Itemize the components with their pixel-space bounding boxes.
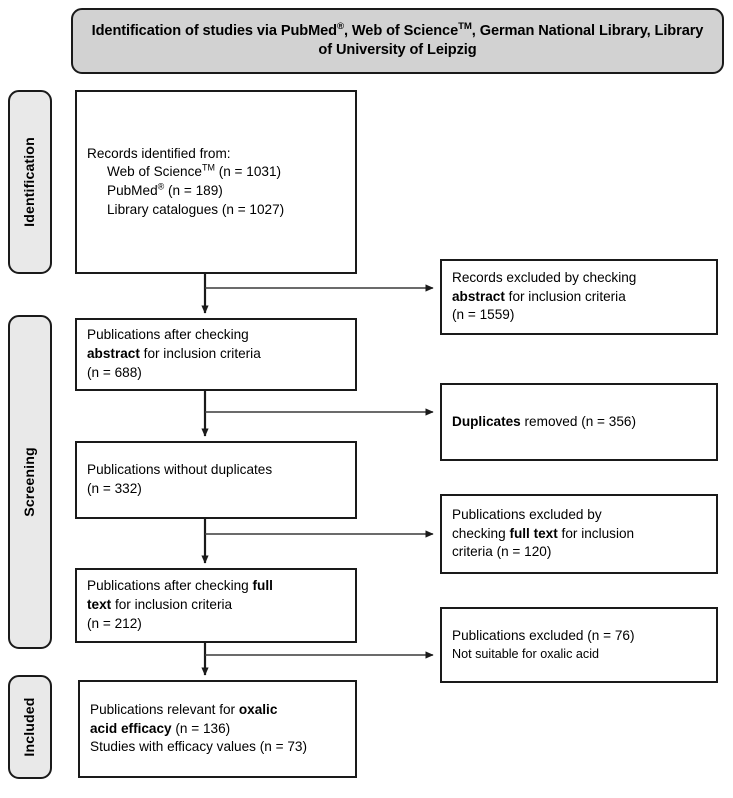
abstract-emphasis: abstract: [87, 346, 140, 362]
excluded-abstract-emphasis: abstract: [452, 288, 505, 304]
fulltext-kept-line2-rest: for inclusion criteria: [111, 597, 233, 613]
excluded-fulltext-line2-b: for inclusion: [557, 525, 635, 541]
excluded-fulltext-line2: checking full text for inclusion: [452, 525, 706, 544]
wos-label: Web of Science: [107, 164, 202, 180]
excluded-abstract-count: (n = 1559): [452, 307, 515, 323]
pubmed-count: (n = 189): [164, 183, 223, 198]
trademark-mark-icon: TM: [201, 162, 215, 173]
relevant-emphasis-2: acid efficacy: [90, 720, 172, 736]
box-excluded-fulltext: Publications excluded by checking full t…: [440, 494, 718, 574]
duplicates-emphasis: Duplicates: [452, 413, 521, 429]
relevant-line2: acid efficacy (n = 136): [90, 720, 345, 739]
fulltext-kept-line1: Publications after checking full: [87, 577, 345, 596]
fulltext-emphasis-1: full: [252, 578, 273, 594]
box-excluded-not-suitable: Publications excluded (n = 76) Not suita…: [440, 607, 718, 683]
wos-count: (n = 1031): [214, 164, 282, 180]
phase-label-included-text: Included: [22, 697, 38, 757]
fulltext-kept-line2: text for inclusion criteria: [87, 596, 345, 615]
excluded-duplicates-line1: Duplicates removed (n = 356): [452, 413, 706, 432]
abstract-kept-line1: Publications after checking: [87, 327, 249, 343]
relevant-efficacy-values: Studies with efficacy values (n = 73): [90, 739, 307, 755]
diagram-header-title: Identification of studies via PubMed®, W…: [89, 20, 706, 61]
abstract-kept-line2: abstract for inclusion criteria: [87, 345, 345, 364]
fulltext-kept-count: (n = 212): [87, 615, 142, 631]
records-identified-heading: Records identified from:: [87, 145, 231, 161]
header-title-part1: Identification of studies via PubMed: [91, 22, 337, 39]
excluded-abstract-line2: abstract for inclusion criteria: [452, 288, 706, 307]
excluded-fulltext-line2-a: checking: [452, 525, 510, 541]
box-publications-relevant: Publications relevant for oxalic acid ef…: [78, 680, 357, 778]
phase-label-identification: Identification: [8, 90, 52, 274]
excluded-fulltext-count: criteria (n = 120): [452, 544, 552, 560]
box-publications-without-duplicates: Publications without duplicates (n = 332…: [75, 441, 357, 519]
no-duplicates-line1: Publications without duplicates: [87, 462, 273, 478]
fulltext-emphasis: full text: [509, 525, 558, 541]
excluded-duplicates-count: removed (n = 356): [520, 413, 636, 429]
records-identified-source-wos: Web of ScienceTM (n = 1031): [87, 163, 345, 182]
pubmed-label: PubMed: [107, 183, 158, 198]
no-duplicates-count: (n = 332): [87, 481, 142, 496]
trademark-mark-icon: TM: [458, 20, 472, 32]
abstract-kept-line2-rest: for inclusion criteria: [139, 346, 261, 362]
diagram-header-banner: Identification of studies via PubMed®, W…: [71, 8, 724, 74]
relevant-count: (n = 136): [171, 720, 231, 736]
relevant-emphasis-1: oxalic: [238, 701, 278, 717]
phase-label-identification-text: Identification: [22, 137, 38, 227]
records-identified-source-pubmed: PubMed® (n = 189): [87, 182, 345, 201]
phase-label-screening: Screening: [8, 315, 52, 649]
excluded-abstract-line2-rest: for inclusion criteria: [504, 288, 626, 304]
relevant-line1-rest: Publications relevant for: [90, 701, 239, 717]
fulltext-kept-line1-rest: Publications after checking: [87, 578, 253, 594]
registered-mark-icon: ®: [157, 181, 165, 192]
phase-label-screening-text: Screening: [22, 447, 38, 517]
phase-label-included: Included: [8, 675, 52, 779]
header-title-part2: , Web of Science: [343, 22, 459, 39]
box-publications-after-abstract: Publications after checking abstract for…: [75, 318, 357, 391]
excluded-notsuitable-reason: Not suitable for oxalic acid: [452, 646, 599, 661]
excluded-fulltext-line1: Publications excluded by: [452, 506, 602, 522]
box-excluded-abstract: Records excluded by checking abstract fo…: [440, 259, 718, 335]
header-title-part3: , German National Library, Library of Un…: [318, 22, 704, 58]
box-records-identified: Records identified from: Web of ScienceT…: [75, 90, 357, 274]
box-publications-after-fulltext: Publications after checking full text fo…: [75, 568, 357, 643]
records-identified-source-library: Library catalogues (n = 1027): [107, 201, 285, 217]
abstract-kept-count: (n = 688): [87, 364, 142, 380]
box-excluded-duplicates: Duplicates removed (n = 356): [440, 383, 718, 461]
relevant-line1: Publications relevant for oxalic: [90, 701, 345, 720]
excluded-abstract-line1: Records excluded by checking: [452, 269, 637, 285]
fulltext-emphasis-2: text: [87, 597, 112, 613]
registered-mark-icon: ®: [336, 20, 344, 32]
excluded-notsuitable-count: Publications excluded (n = 76): [452, 627, 635, 643]
